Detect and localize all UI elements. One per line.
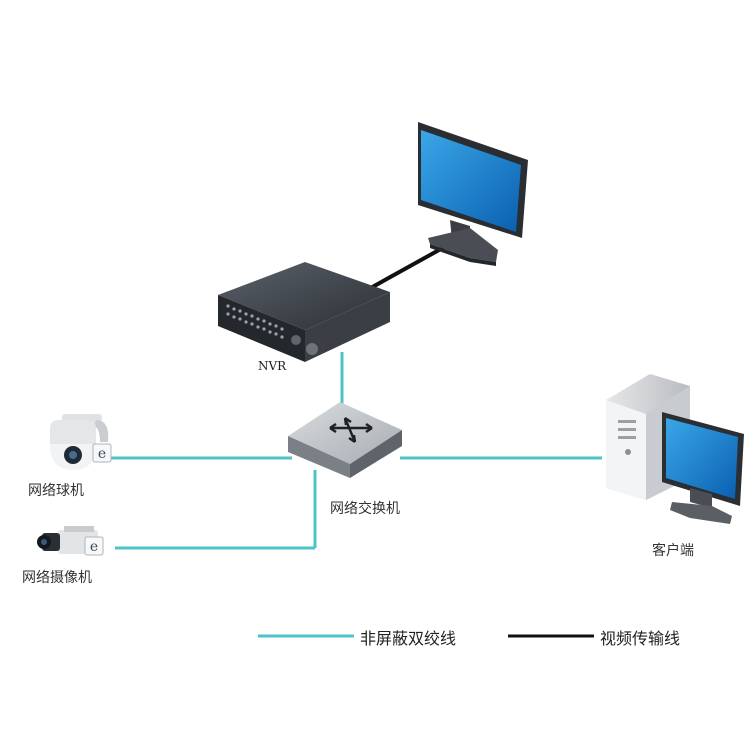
dome-camera-label: 网络球机 (28, 483, 84, 499)
monitor-icon (418, 122, 528, 266)
switch-label: 网络交换机 (330, 501, 400, 517)
box-camera-icon: e (37, 526, 104, 556)
svg-text:e: e (98, 446, 106, 462)
nvr-icon (218, 262, 390, 362)
switch-icon (288, 402, 402, 478)
svg-text:e: e (90, 539, 98, 555)
box-camera-label: 网络摄像机 (22, 570, 92, 586)
nvr-label: NVR (258, 359, 287, 373)
dome-camera-icon: e (50, 414, 112, 470)
client-pc-icon (606, 374, 744, 524)
legend-utp-label: 非屏蔽双绞线 (360, 629, 457, 648)
client-label: 客户端 (652, 543, 694, 559)
legend-video-label: 视频传输线 (600, 629, 681, 648)
